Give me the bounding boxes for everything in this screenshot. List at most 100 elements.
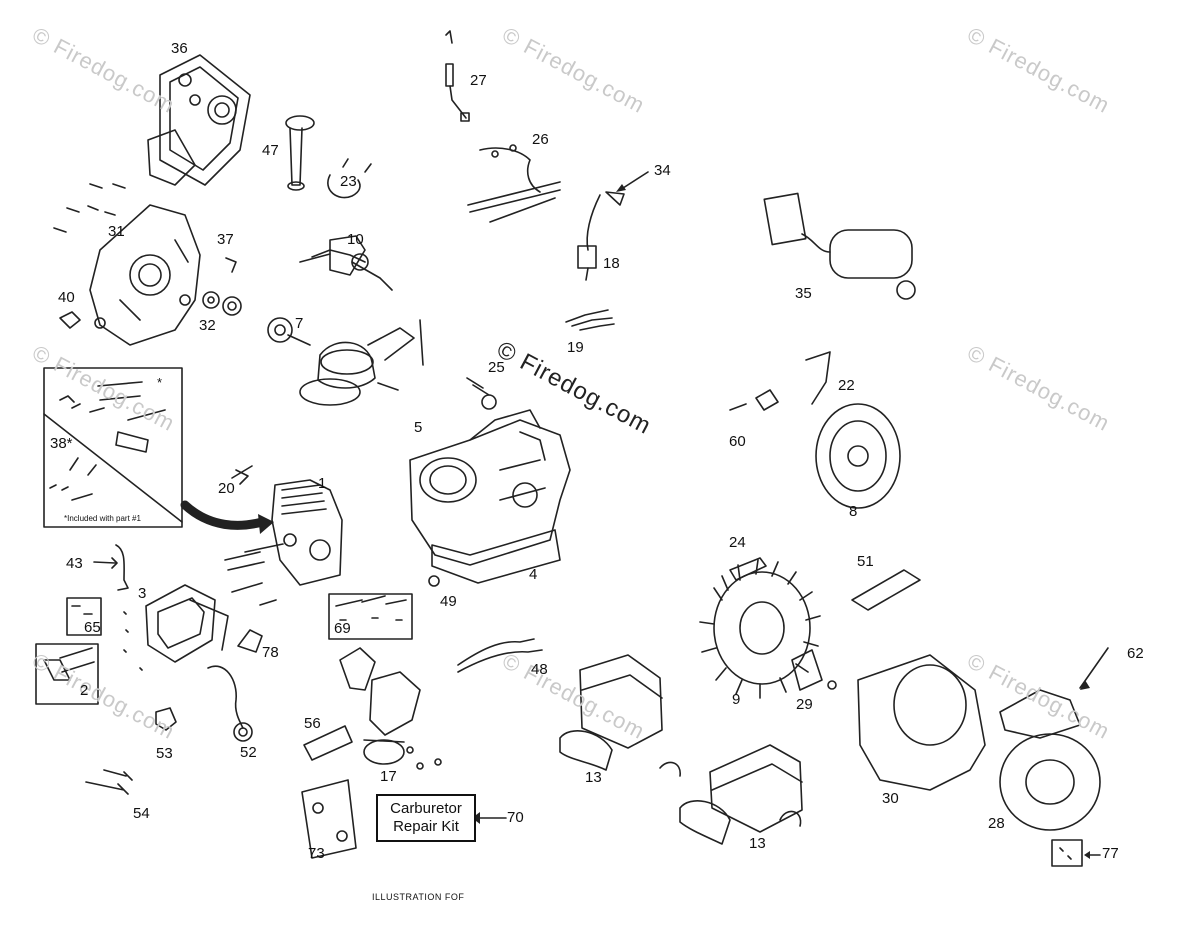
inset-2 — [35, 643, 99, 705]
inset-marker: * — [157, 375, 163, 390]
part-number-1[interactable]: 1 — [318, 475, 327, 492]
part-number-78[interactable]: 78 — [262, 644, 279, 661]
part-number-23[interactable]: 23 — [340, 173, 357, 190]
part-number-19[interactable]: 19 — [567, 339, 584, 356]
callout-line-1: Carburetor — [390, 800, 462, 817]
crankshaft-10 — [299, 235, 393, 291]
part-number-28[interactable]: 28 — [988, 815, 1005, 832]
part-number-13[interactable]: 13 — [585, 769, 602, 786]
wires-48 — [457, 638, 543, 673]
hose-23 — [327, 174, 361, 199]
part-number-18[interactable]: 18 — [603, 255, 620, 272]
head-arrow — [180, 500, 267, 530]
part-number-40[interactable]: 40 — [58, 289, 75, 306]
part-number-10[interactable]: 10 — [347, 231, 364, 248]
keys-54 — [85, 769, 133, 795]
plate-73 — [301, 779, 357, 859]
part-number-3[interactable]: 3 — [138, 585, 147, 602]
part-number-20[interactable]: 20 — [218, 480, 235, 497]
part-number-31[interactable]: 31 — [108, 223, 125, 240]
part-number-34[interactable]: 34 — [654, 162, 671, 179]
part-number-26[interactable]: 26 — [532, 131, 549, 148]
part-number-43[interactable]: 43 — [66, 555, 83, 572]
part-number-27[interactable]: 27 — [470, 72, 487, 89]
inset-65 — [66, 597, 102, 636]
part-number-48[interactable]: 48 — [531, 661, 548, 678]
breather-tube-43 — [115, 544, 129, 591]
flywheel-8 — [815, 403, 901, 509]
part-number-7[interactable]: 7 — [295, 315, 304, 332]
muffler-13a — [559, 654, 663, 771]
part-number-54[interactable]: 54 — [133, 805, 150, 822]
carburetor-17 — [339, 647, 442, 770]
cover-bolts — [53, 183, 126, 233]
part-number-49[interactable]: 49 — [440, 593, 457, 610]
part-number-22[interactable]: 22 — [838, 377, 855, 394]
bracket-22 — [805, 351, 831, 405]
part-number-29[interactable]: 29 — [796, 696, 813, 713]
piston-5 — [299, 319, 424, 406]
clamp-a — [659, 761, 681, 777]
sensor-60 — [729, 389, 779, 411]
part-number-2[interactable]: 2 — [80, 682, 89, 699]
flywheel-fan-9 — [699, 559, 821, 699]
valve-cover-3 — [145, 584, 229, 663]
throttle-rod-27 — [445, 30, 470, 122]
cover-screws — [123, 611, 143, 671]
switch-53 — [155, 707, 177, 731]
part-number-37[interactable]: 37 — [217, 231, 234, 248]
part-number-35[interactable]: 35 — [795, 285, 812, 302]
part-number-60[interactable]: 60 — [729, 433, 746, 450]
part-number-77[interactable]: 77 — [1102, 845, 1119, 862]
part-number-5[interactable]: 5 — [414, 419, 423, 436]
part-number-73[interactable]: 73 — [308, 845, 325, 862]
part-number-62[interactable]: 62 — [1127, 645, 1144, 662]
part-number-36[interactable]: 36 — [171, 40, 188, 57]
part-number-4[interactable]: 4 — [529, 566, 538, 583]
baffle-51 — [851, 569, 921, 611]
part-number-47[interactable]: 47 — [262, 142, 279, 159]
part-number-65[interactable]: 65 — [84, 619, 101, 636]
blower-housing-30 — [857, 654, 986, 791]
spark-plug-20 — [231, 465, 253, 485]
part-number-56[interactable]: 56 — [304, 715, 321, 732]
wire-harness-19 — [565, 309, 615, 331]
fuel-cap-wire-52 — [207, 665, 244, 729]
part-number-9[interactable]: 9 — [732, 691, 741, 708]
muffler-13b — [679, 744, 803, 845]
inset-note: *Included with part #1 — [64, 514, 141, 523]
part-number-52[interactable]: 52 — [240, 744, 257, 761]
part-number-69[interactable]: 69 — [334, 620, 351, 637]
part-number-8[interactable]: 8 — [849, 503, 858, 520]
part-number-70: 70 — [507, 809, 524, 826]
crankcase-cover-31 — [89, 204, 201, 346]
part-number-51[interactable]: 51 — [857, 553, 874, 570]
linkage-26 — [467, 144, 561, 223]
inset-69 — [328, 593, 413, 640]
washer-25 — [481, 394, 497, 410]
part-number-53[interactable]: 53 — [156, 745, 173, 762]
part-number-32[interactable]: 32 — [199, 317, 216, 334]
part-number-25[interactable]: 25 — [488, 359, 505, 376]
cylinder-head-1 — [224, 479, 343, 606]
carburetor-repair-kit-callout[interactable]: Carburetor Repair Kit — [376, 794, 476, 842]
cup-29 — [791, 649, 823, 691]
callout-line-2: Repair Kit — [393, 818, 459, 835]
part-number-13[interactable]: 13 — [749, 835, 766, 852]
bracket-56 — [303, 725, 353, 761]
nut-49 — [428, 575, 440, 587]
part-number-38: 38* — [50, 435, 73, 452]
part-number-30[interactable]: 30 — [882, 790, 899, 807]
illustration-caption: ILLUSTRATION FOF — [372, 892, 465, 902]
recoil-starter-28 — [999, 647, 1109, 831]
ignition-coil-18 — [577, 191, 625, 281]
inset-valves-38 — [43, 367, 183, 528]
part-number-24[interactable]: 24 — [729, 534, 746, 551]
engine-block-4 — [409, 409, 571, 584]
inset-77 — [1051, 839, 1083, 867]
part-number-17[interactable]: 17 — [380, 768, 397, 785]
bracket-78 — [237, 629, 263, 653]
camshaft-7 — [267, 317, 311, 346]
